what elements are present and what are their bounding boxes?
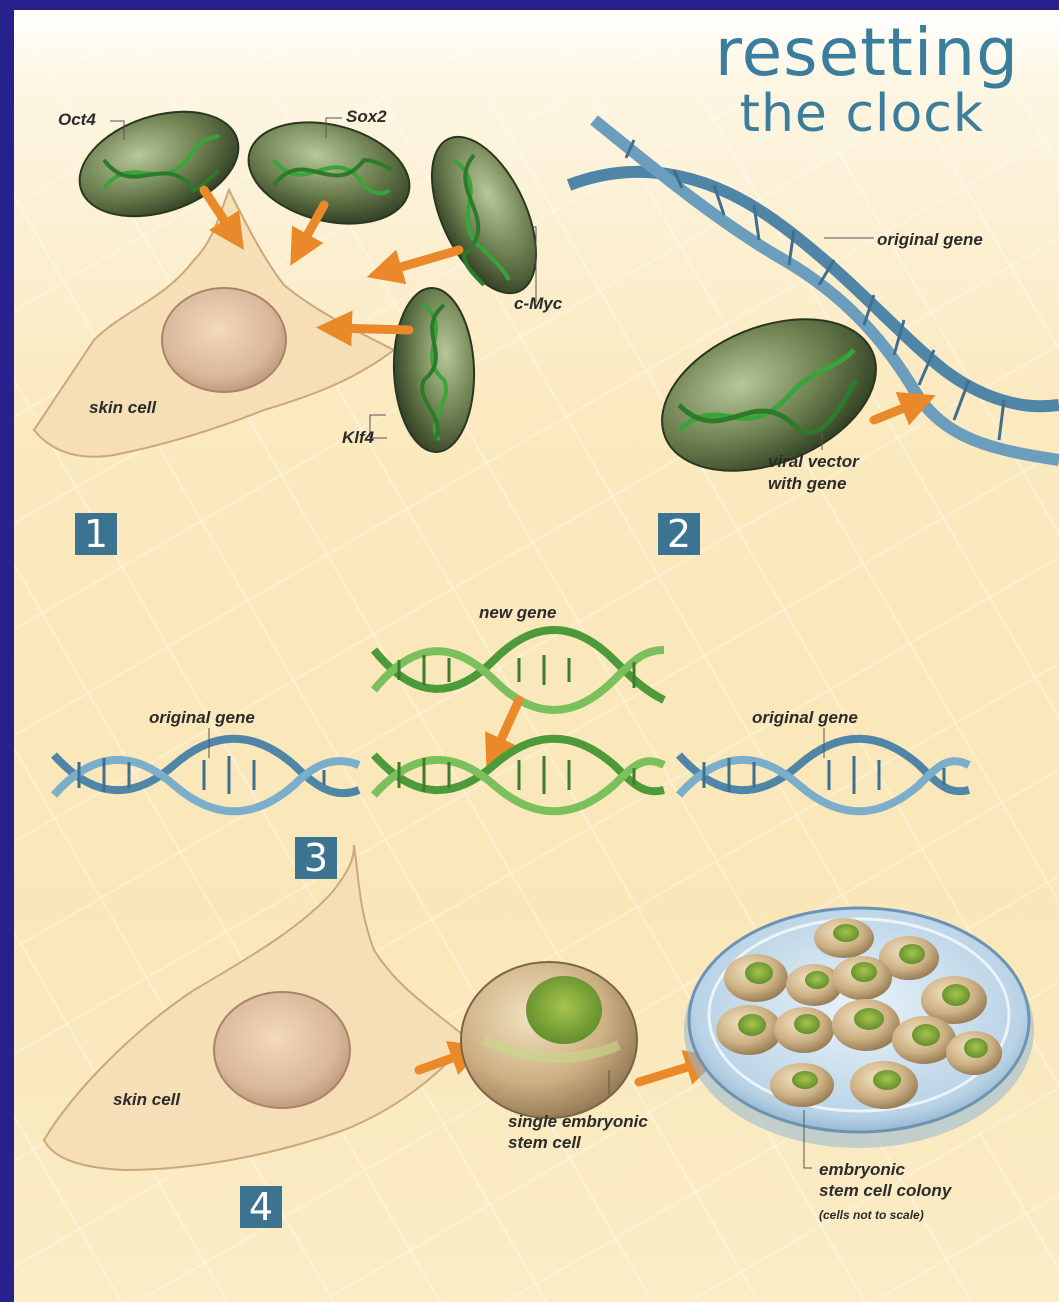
- label-original-gene-right: original gene: [752, 708, 858, 728]
- arrow-step-2: [874, 402, 919, 420]
- single-stem-cell: [461, 962, 637, 1118]
- step-badge-4: 4: [240, 1186, 282, 1228]
- label-original-gene-2: original gene: [877, 230, 983, 250]
- label-klf4: Klf4: [342, 428, 374, 448]
- title-main: resetting: [715, 18, 1019, 88]
- label-single-stem-line1: single embryonic: [508, 1112, 648, 1132]
- label-new-gene: new gene: [479, 603, 556, 623]
- virus-cmyc: [410, 121, 557, 309]
- skin-cell-1-nucleus: [162, 288, 286, 392]
- label-viral-vector-line1: viral vector: [768, 452, 859, 472]
- skin-cell-4-nucleus: [214, 992, 350, 1108]
- label-skin-cell-1: skin cell: [89, 398, 156, 418]
- step-badge-3: 3: [295, 837, 337, 879]
- label-viral-vector-line2: with gene: [768, 474, 846, 494]
- virus-klf4: [391, 287, 477, 454]
- virus-sox2: [238, 107, 420, 240]
- diagram-frame: resetting the clock Oct4 Sox2 c-Myc Klf4…: [14, 10, 1059, 1302]
- label-scale-note: (cells not to scale): [819, 1208, 924, 1222]
- label-single-stem-line2: stem cell: [508, 1133, 581, 1153]
- step-badge-1: 1: [75, 513, 117, 555]
- label-oct4: Oct4: [58, 110, 96, 130]
- label-original-gene-left: original gene: [149, 708, 255, 728]
- label-colony-line1: embryonic: [819, 1160, 905, 1180]
- label-skin-cell-4: skin cell: [113, 1090, 180, 1110]
- label-colony-line2: stem cell colony: [819, 1181, 951, 1201]
- dna-original-left: [54, 739, 359, 812]
- title-sub: the clock: [740, 86, 984, 142]
- label-sox2: Sox2: [346, 107, 387, 127]
- dna-inserted-gene: [374, 739, 664, 812]
- label-cmyc: c-Myc: [514, 294, 562, 314]
- step-badge-2: 2: [658, 513, 700, 555]
